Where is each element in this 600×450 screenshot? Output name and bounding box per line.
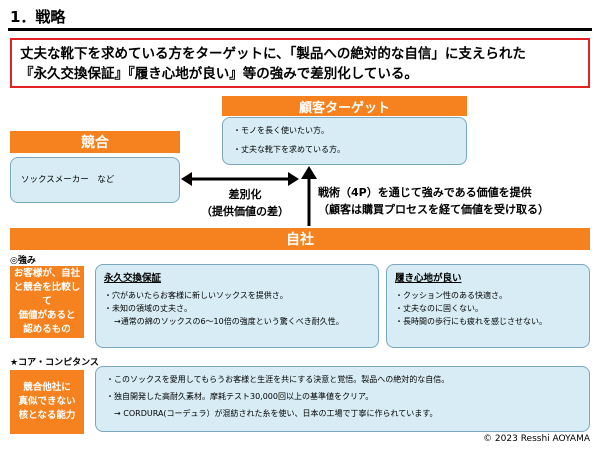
company-header: 自社	[10, 228, 590, 250]
core-item: → CORDURA(コーデュラ）が混紡された糸を使い、日本の工場で丁寧に作られて…	[114, 409, 438, 418]
target-item: ・モノを長く使いたい方。	[233, 126, 329, 135]
core-side-line: 核となる能力	[18, 410, 76, 421]
core-side-box: 競合他社に 真似できない 核となる能力	[10, 370, 84, 434]
headline-line-2: 『永久交換保証』『履き心地が良い』等の強みで差別化している。	[20, 66, 418, 82]
strengths-side-box: お客様が、自社 と競合を比較して 価値があると 認めるもの	[10, 266, 84, 338]
strength-title: 履き心地が良い	[395, 273, 462, 284]
copyright: © 2023 Resshi AOYAMA	[483, 434, 590, 444]
core-item: ・このソックスを愛用してもらうお客様と生涯を共にする決意と覚悟。製品への絶対的な…	[106, 375, 450, 384]
target-item: ・丈夫な靴下を求めている方。	[233, 145, 345, 154]
up-arrow-icon	[301, 166, 317, 226]
strength-box-guarantee: 永久交換保証 ・穴があいたらお客様に新しいソックスを提供さ。 ・未知の領域の丈夫…	[95, 264, 379, 348]
competitor-box: ソックスメーカー など	[10, 157, 180, 203]
page-title: 1．戦略	[10, 8, 66, 26]
strengths-side-line: 価値があると	[18, 310, 76, 321]
core-item: ・独自開発した高耐久素材。摩耗テスト30,000回以上の基準値をクリア。	[106, 392, 374, 401]
strength-title: 永久交換保証	[104, 273, 162, 284]
competitor-header: 競合	[10, 131, 180, 153]
target-header: 顧客ターゲット	[222, 96, 467, 116]
core-label: ★コア・コンピタンス	[10, 358, 99, 368]
strength-item: ・長時間の歩行にも疲れを感じさせない。	[395, 317, 547, 326]
target-box: ・モノを長く使いたい方。 ・丈夫な靴下を求めている方。	[222, 117, 467, 165]
core-side-line: 真似できない	[18, 396, 76, 407]
strength-item: ・穴があいたらお客様に新しいソックスを提供さ。	[104, 291, 288, 300]
strength-item: ・クッション性のある快適さ。	[395, 291, 507, 300]
strengths-side-line: と競合を比較して	[13, 282, 81, 307]
core-box: ・このソックスを愛用してもらうお客様と生涯を共にする決意と覚悟。製品への絶対的な…	[95, 366, 590, 432]
double-arrow-icon	[181, 172, 299, 186]
strengths-label: ◎強み	[10, 256, 36, 266]
differentiation-label: 差別化 （提供価値の差）	[195, 186, 295, 220]
differentiation-line-1: 差別化	[228, 188, 262, 201]
strengths-side-line: お客様が、自社	[13, 268, 81, 279]
core-side-line: 競合他社に	[23, 382, 71, 393]
strength-item: ・未知の領域の丈夫さ。	[104, 304, 192, 313]
strengths-side-line: 認めるもの	[23, 324, 71, 335]
headline-box: 丈夫な靴下を求めている方をターゲットに、「製品への絶対的な自信」に支えられた 『…	[10, 38, 590, 88]
strength-box-comfort: 履き心地が良い ・クッション性のある快適さ。 ・丈夫なのに固くない。 ・長時間の…	[386, 264, 590, 348]
title-rule	[8, 28, 592, 31]
strength-item: ・丈夫なのに固くない。	[395, 304, 483, 313]
differentiation-line-2: （提供価値の差）	[201, 205, 289, 218]
strength-item: →通常の綿のソックスの6～10倍の強度という驚くべき耐久性。	[114, 317, 344, 326]
tactics-line-1: 戦術（4P）を通じて強みである価値を提供	[318, 186, 532, 199]
competitor-text: ソックスメーカー など	[21, 175, 115, 185]
headline-line-1: 丈夫な靴下を求めている方をターゲットに、「製品への絶対的な自信」に支えられた	[20, 46, 526, 62]
tactics-label: 戦術（4P）を通じて強みである価値を提供 （顧客は購買プロセスを経て価値を受け取…	[318, 184, 598, 218]
tactics-line-2: （顧客は購買プロセスを経て価値を受け取る）	[318, 203, 549, 216]
